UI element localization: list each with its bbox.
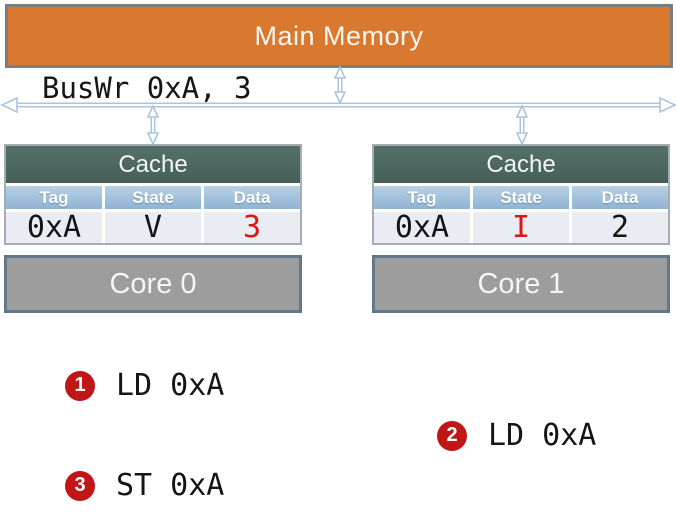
bus-message-label: BusWr 0xA, 3 — [42, 71, 252, 105]
main-memory-box: Main Memory — [5, 4, 673, 68]
cache1-table: Cache Tag State Data 0xA I 2 — [372, 144, 670, 245]
cache1-tag-value: 0xA — [374, 212, 470, 243]
cache0-col-data: Data — [204, 186, 300, 209]
cache1-col-state: State — [473, 186, 569, 209]
core1-label: Core 1 — [477, 267, 565, 300]
cache1-state-value: I — [473, 212, 569, 243]
event-3-operation: ST 0xA — [116, 468, 225, 503]
cache1-bus-arrowhead-up — [515, 104, 529, 118]
memory-bus-arrowhead-down — [333, 91, 347, 105]
event-1-operation: LD 0xA — [116, 368, 225, 403]
cache1-data-value: 2 — [572, 212, 668, 243]
bus-arrowhead-right — [659, 96, 677, 114]
event-2-operation: LD 0xA — [488, 418, 597, 453]
cache0-tag-value: 0xA — [6, 212, 102, 243]
core1-box: Core 1 — [372, 255, 670, 313]
cache0-bus-arrowhead-down — [146, 132, 160, 146]
event-2: 2 LD 0xA — [437, 418, 596, 453]
memory-bus-arrow — [333, 65, 347, 105]
bus-arrow — [0, 96, 677, 114]
cache0-state-value: V — [105, 212, 201, 243]
event-1: 1 LD 0xA — [65, 368, 224, 403]
cache0-bus-arrowhead-up — [146, 104, 160, 118]
event-1-badge: 1 — [65, 370, 95, 401]
cache0-bus-arrow — [146, 104, 160, 146]
cache1-bus-arrow — [515, 104, 529, 146]
cache0-col-state: State — [105, 186, 201, 209]
cache0-table: Cache Tag State Data 0xA V 3 — [4, 144, 302, 245]
cache1-bus-arrowhead-down — [515, 132, 529, 146]
cache0-data-value: 3 — [204, 212, 300, 243]
cache0-grid: Tag State Data 0xA V 3 — [6, 183, 300, 243]
cache1-col-tag: Tag — [374, 186, 470, 209]
core0-label: Core 0 — [109, 267, 197, 300]
cache1-col-data: Data — [572, 186, 668, 209]
memory-bus-arrowhead-up — [333, 65, 347, 79]
bus-arrowhead-left — [0, 96, 18, 114]
cache1-title: Cache — [374, 146, 668, 183]
cache1-grid: Tag State Data 0xA I 2 — [374, 183, 668, 243]
cache0-col-tag: Tag — [6, 186, 102, 209]
event-3: 3 ST 0xA — [65, 468, 224, 503]
event-3-badge: 3 — [65, 470, 95, 501]
main-memory-label: Main Memory — [254, 20, 424, 51]
event-2-badge: 2 — [437, 420, 467, 451]
cache0-title: Cache — [6, 146, 300, 183]
core0-box: Core 0 — [4, 255, 302, 313]
